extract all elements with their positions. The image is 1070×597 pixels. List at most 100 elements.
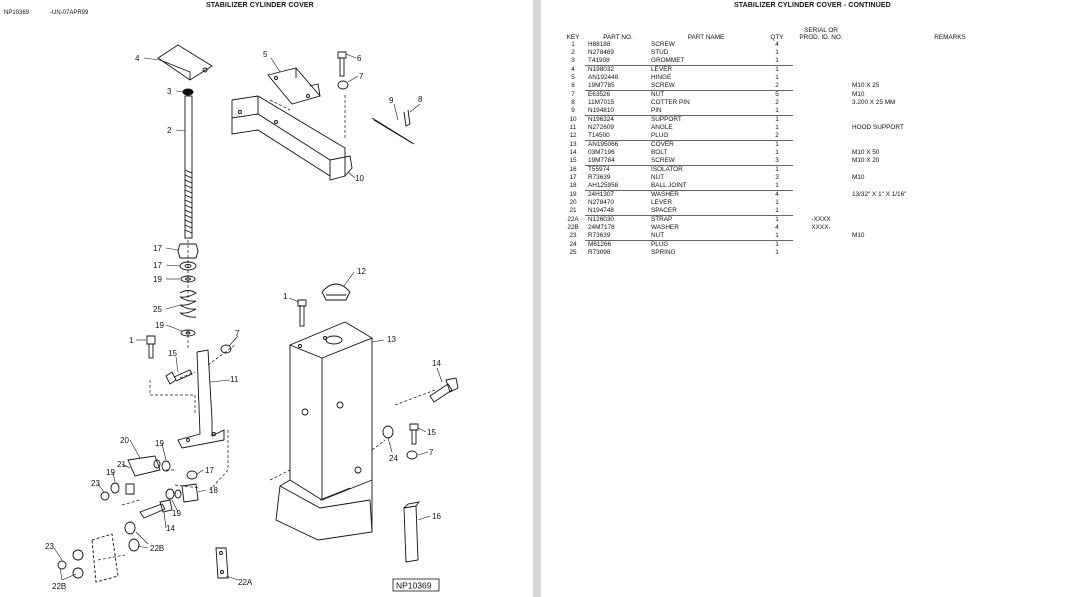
cell-key: 6 <box>571 82 575 90</box>
callout-19e: 19 <box>172 509 181 518</box>
cell-part-name: SPACER <box>651 207 677 214</box>
cell-serial <box>793 82 849 91</box>
right-page-title: STABILIZER CYLINDER COVER - CONTINUED <box>734 2 891 9</box>
callout-2: 2 <box>167 126 172 135</box>
cell-part-name: GROMMET <box>651 57 685 64</box>
cell-remarks <box>849 107 1048 116</box>
cell-part-no: N194748 <box>588 207 614 214</box>
cell-key: 1 <box>571 41 575 48</box>
header-part-no: PART NO. <box>603 34 633 41</box>
cell-serial <box>793 99 849 107</box>
header-qty: QTY <box>770 34 784 41</box>
cell-qty: 4 <box>761 190 793 199</box>
cell-key: 16 <box>569 165 577 173</box>
callout-10: 10 <box>355 174 364 183</box>
cell-part-name: PLUG <box>648 240 761 249</box>
cell-remarks <box>849 199 1048 207</box>
cell-remarks <box>849 132 1048 141</box>
cell-serial <box>793 207 849 216</box>
right-page: STABILIZER CYLINDER COVER - CONTINUED KE… <box>541 0 1070 597</box>
cell-part-name: PLUG <box>651 132 669 139</box>
cell-key: 22A <box>567 215 579 223</box>
plug-part <box>321 283 351 301</box>
cell-serial <box>793 199 849 207</box>
cell-serial <box>793 182 849 191</box>
cell-part-no: N196324 <box>585 115 648 124</box>
cell-key: 15 <box>569 157 577 165</box>
figure-label-box <box>392 578 440 592</box>
cell-part-name: NUT <box>648 90 761 99</box>
cell-part-name: STRAP <box>648 215 761 224</box>
header-part-name: PART NAME <box>687 34 725 41</box>
cell-serial <box>793 249 849 257</box>
cell-serial <box>793 166 849 175</box>
cell-key: 5 <box>571 74 575 81</box>
callout-9: 9 <box>389 96 394 105</box>
cell-remarks: M10 X 25 <box>852 82 880 90</box>
cell-serial <box>793 232 849 241</box>
cell-qty: 1 <box>775 74 779 81</box>
cell-remarks <box>849 66 1048 75</box>
callout-1a: 1 <box>129 336 134 345</box>
cell-part-name: NUT <box>651 174 665 181</box>
callout-22b1: 22B <box>150 544 164 553</box>
cell-serial <box>793 41 849 49</box>
cell-remarks <box>849 216 1048 225</box>
callout-17b: 17 <box>153 261 162 270</box>
cell-part-no: T14500 <box>588 132 610 139</box>
cell-qty: 1 <box>761 165 793 174</box>
cell-qty: 3 <box>775 157 779 164</box>
cell-qty: 1 <box>775 232 779 239</box>
cell-remarks: M10 X 20 <box>852 157 880 165</box>
callout-19d: 19 <box>106 468 115 477</box>
cell-qty: 1 <box>775 199 779 206</box>
cell-remarks: M10 <box>852 90 865 98</box>
header-serial-line2: PROD. ID. NO. <box>799 34 843 41</box>
callout-19b: 19 <box>155 321 164 330</box>
callout-19a: 19 <box>153 275 162 284</box>
cell-remarks <box>849 57 1048 66</box>
figure-label: NP10369 <box>396 581 432 591</box>
cell-part-no: 11M7015 <box>588 99 615 106</box>
cell-part-no: 19M7785 <box>588 82 615 89</box>
cell-part-no: N198032 <box>585 65 648 74</box>
cell-remarks <box>849 116 1048 125</box>
cell-key: 17 <box>569 174 577 181</box>
cell-part-name: BOLT <box>651 149 668 156</box>
cell-qty: 2 <box>775 99 779 106</box>
callout-15b: 15 <box>427 428 436 437</box>
cell-qty: 1 <box>761 65 793 74</box>
cell-remarks: 13/32" X 1" X 1/16" <box>852 190 907 198</box>
cell-key: 3 <box>571 57 575 65</box>
cell-part-name: COVER <box>648 140 761 149</box>
callout-7b: 7 <box>235 329 240 338</box>
cell-key: 9 <box>571 107 575 115</box>
cell-part-name: LEVER <box>651 199 672 206</box>
callout-19c: 19 <box>155 439 164 448</box>
header-key: KEY <box>566 34 580 41</box>
cell-part-no: N278469 <box>588 49 614 56</box>
cell-serial <box>793 116 849 125</box>
cell-serial <box>793 191 849 200</box>
cell-serial <box>793 157 849 166</box>
cell-qty: 1 <box>761 215 793 224</box>
cell-qty: 1 <box>761 140 793 149</box>
cell-part-no: T55974 <box>585 165 648 174</box>
cell-remarks: HOOD SUPPORT <box>852 124 904 131</box>
